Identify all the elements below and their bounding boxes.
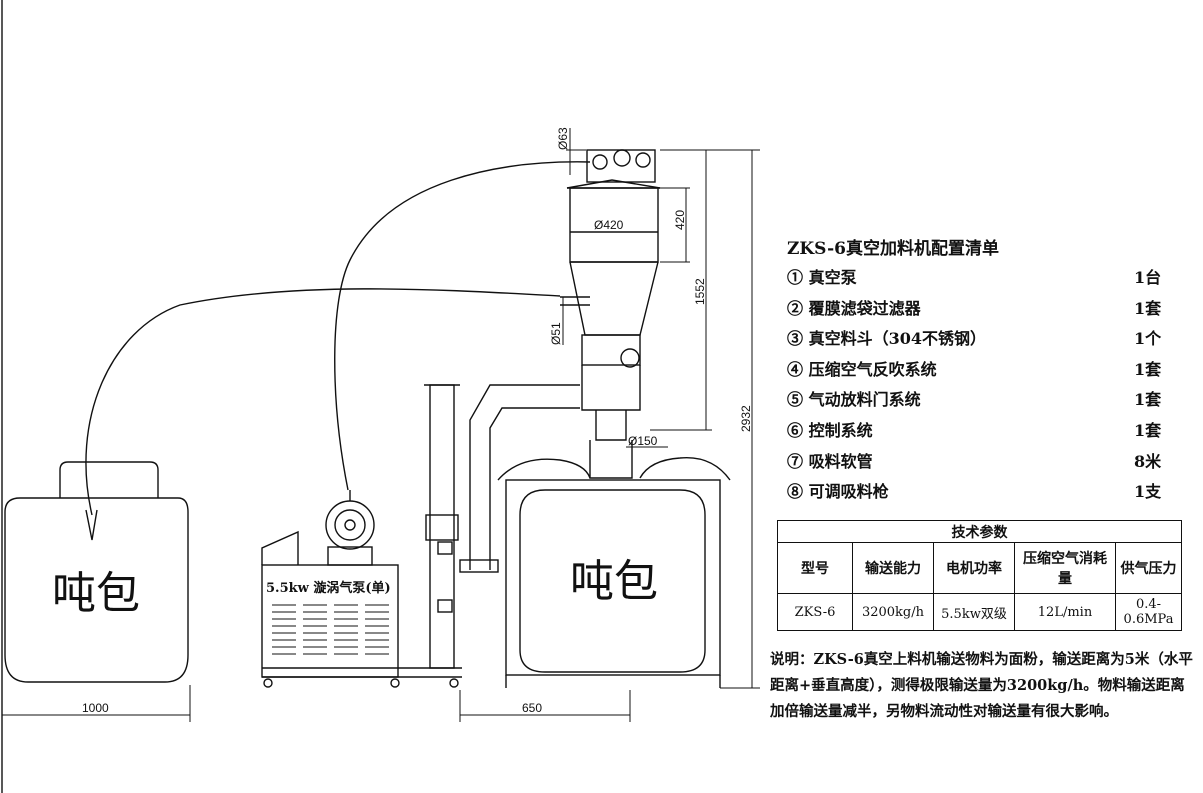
config-item: ② 覆膜滤袋过滤器 1套: [787, 294, 1197, 325]
cell-value: 12L/min: [1014, 593, 1116, 631]
item-name: 气动放料门系统: [808, 390, 921, 410]
item-number: ②: [787, 298, 804, 318]
col-header: 电机功率: [933, 542, 1015, 594]
dim-w1000: 1000: [82, 701, 109, 715]
col-header: 型号: [777, 542, 853, 594]
item-number: ⑦: [787, 451, 804, 471]
dim-d63: Ø63: [556, 127, 570, 150]
item-qty: 8米: [1134, 451, 1162, 471]
col-header: 供气压力: [1115, 542, 1182, 594]
item-qty: 1台: [1134, 268, 1162, 287]
dim-w650: 650: [522, 701, 542, 715]
item-number: ⑧: [787, 482, 804, 502]
pump-label: 5.5kw 漩涡气泵(单): [266, 580, 391, 596]
item-qty: 1个: [1134, 329, 1162, 349]
config-item: ③ 真空料斗（304不锈钢） 1个: [787, 324, 1197, 355]
cell-value: 0.4-0.6MPa: [1115, 593, 1182, 631]
vacuum-pump-cabinet: [261, 530, 462, 688]
config-list: ZKS-6真空加料机配置清单 ① 真空泵 1台 ② 覆膜滤袋过滤器 1套 ③ 真空料…: [787, 234, 1197, 508]
item-number: ①: [787, 268, 804, 287]
params-value-row: ZKS-6 3200kg/h 5.5kw双级 12L/min 0.4-0.6MP…: [777, 593, 1182, 631]
item-qty: 1套: [1134, 420, 1162, 440]
dim-h1552: 1552: [693, 278, 707, 305]
dim-d420: Ø420: [594, 218, 624, 232]
vacuum-hopper: [560, 149, 661, 479]
cell-value: 5.5kw双级: [933, 593, 1015, 631]
params-caption: 技术参数: [777, 520, 1182, 543]
item-qty: 1套: [1134, 359, 1162, 379]
cell-value: 3200kg/h: [852, 593, 934, 631]
config-item: ⑥ 控制系统 1套: [787, 416, 1197, 447]
right-bag-label: 吨包: [570, 556, 658, 607]
left-bag-label: 吨包: [52, 568, 140, 619]
control-column: [424, 384, 460, 688]
item-name: 真空料斗（304不锈钢）: [808, 329, 986, 349]
dim-d150: Ø150: [628, 434, 658, 448]
item-name: 压缩空气反吹系统: [808, 359, 937, 379]
left-ton-bag: [4, 461, 189, 683]
tech-params-table: 技术参数 型号 输送能力 电机功率 压缩空气消耗量 供气压力 ZKS-6 320…: [777, 520, 1182, 631]
item-name: 真空泵: [808, 268, 857, 287]
col-header: 输送能力: [852, 542, 934, 594]
item-name: 覆膜滤袋过滤器: [808, 298, 921, 318]
col-header: 压缩空气消耗量: [1014, 542, 1116, 594]
config-item: ⑤ 气动放料门系统 1套: [787, 385, 1197, 416]
discharge-duct: [459, 384, 580, 573]
config-item: ① 真空泵 1台: [787, 263, 1197, 294]
item-name: 控制系统: [808, 420, 873, 440]
dim-d51: Ø51: [549, 322, 563, 345]
item-number: ④: [787, 359, 804, 379]
item-number: ③: [787, 329, 804, 349]
item-qty: 1套: [1134, 390, 1162, 410]
config-item: ⑦ 吸料软管 8米: [787, 447, 1197, 478]
dimension-lines: [2, 128, 760, 722]
config-item: ⑧ 可调吸料枪 1支: [787, 477, 1197, 508]
config-title: ZKS-6真空加料机配置清单: [787, 239, 999, 259]
suction-hose: [85, 288, 561, 516]
item-qty: 1支: [1134, 482, 1162, 502]
config-item: ④ 压缩空气反吹系统 1套: [787, 355, 1197, 386]
item-number: ⑥: [787, 420, 804, 440]
params-header-row: 型号 输送能力 电机功率 压缩空气消耗量 供气压力: [777, 542, 1182, 594]
item-name: 吸料软管: [808, 451, 873, 471]
item-name: 可调吸料枪: [808, 482, 889, 502]
dim-h2932: 2932: [739, 405, 753, 432]
vortex-blower: [325, 490, 375, 566]
item-qty: 1套: [1134, 298, 1162, 318]
dim-h420: 420: [673, 210, 687, 230]
item-number: ⑤: [787, 390, 804, 410]
cell-value: ZKS-6: [777, 593, 853, 631]
vacuum-hose: [334, 161, 591, 491]
description-note: 说明：ZKS-6真空上料机输送物料为面粉，输送距离为5米（水平距离+垂直高度），…: [770, 651, 1193, 720]
right-ton-bag: [497, 456, 731, 688]
